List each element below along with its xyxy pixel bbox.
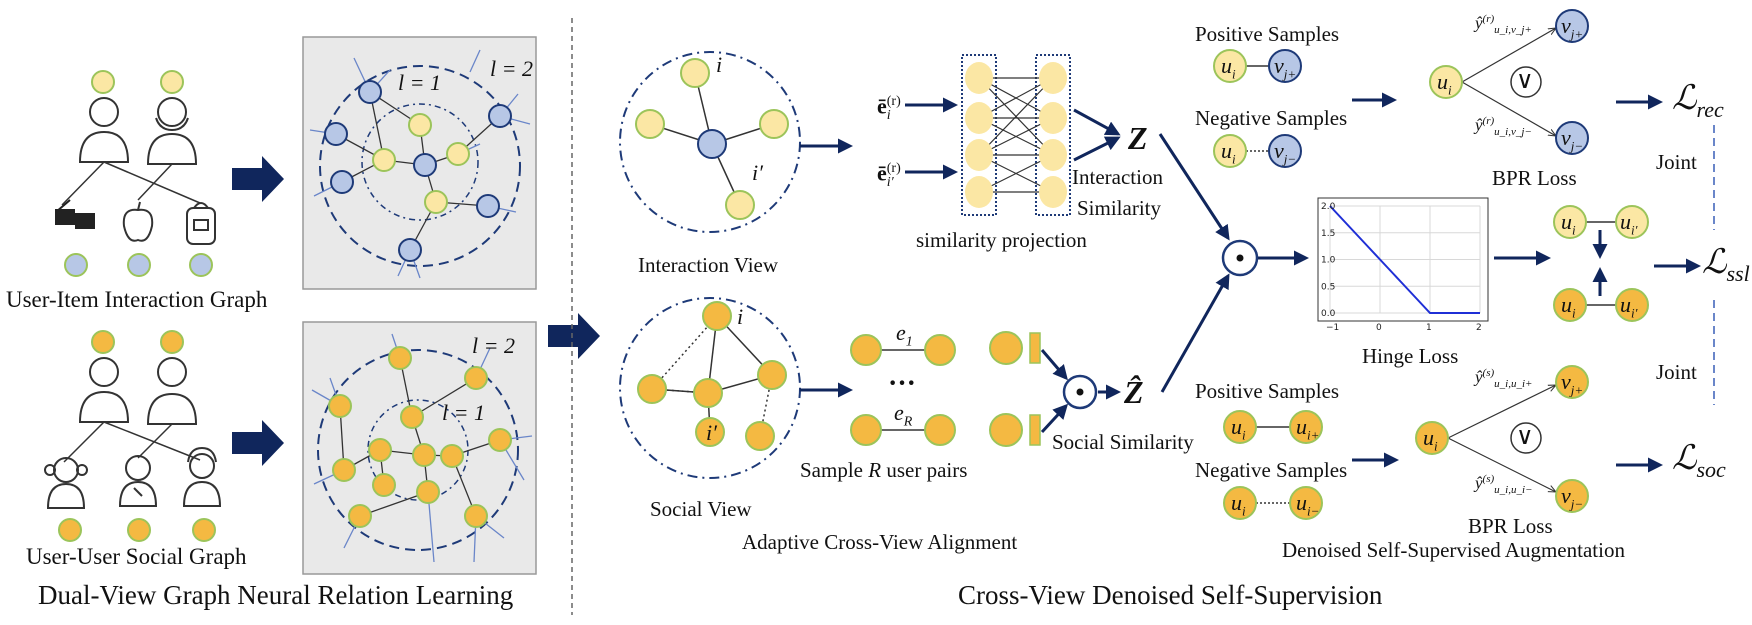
- layer-2-label-top: l = 2: [490, 56, 533, 81]
- user-user-graph: [44, 330, 222, 542]
- girl-user-icon: [44, 457, 88, 509]
- pair-ellipsis: ···: [888, 368, 917, 399]
- hinge-ytick: 1.0: [1321, 256, 1336, 266]
- social-view-label: Social View: [650, 497, 752, 521]
- bottom-bpr-loss: BPR Loss: [1468, 514, 1553, 538]
- joint-bottom: Joint: [1656, 360, 1697, 384]
- bottom-pos-uip: ui+: [1296, 414, 1320, 443]
- interaction-node-iprime: i′: [752, 160, 763, 185]
- social-node-i: i: [737, 304, 744, 329]
- bottom-vee-icon: ∨: [1516, 424, 1534, 450]
- layer-2-label-bottom: l = 2: [472, 333, 515, 358]
- joint-top: Joint: [1656, 150, 1697, 174]
- hinge-ytick: 0.0: [1321, 309, 1336, 319]
- zhat-symbol: Ẑ: [1124, 374, 1144, 410]
- social-node-iprime: i′: [706, 420, 717, 445]
- hinge-loss-label: Hinge Loss: [1362, 344, 1459, 368]
- hinge-curve: [1329, 205, 1480, 314]
- top-neg-ui: ui: [1221, 138, 1236, 167]
- interaction-node-i: i: [716, 52, 723, 77]
- top-yhat-plus: ŷ(r)u_i,v_j+: [1475, 13, 1532, 37]
- top-tree-ui: ui: [1437, 69, 1452, 98]
- top-neg-vj: vj−: [1274, 138, 1297, 167]
- pair-eR: eR: [894, 400, 913, 430]
- big-arrow-center: [548, 313, 600, 359]
- big-arrow-bottom: [232, 420, 284, 466]
- bottom-pos-ui: ui: [1231, 414, 1246, 443]
- layer-1-label-top: l = 1: [398, 70, 441, 95]
- glasses-icon: [55, 199, 95, 229]
- hinge-xtick: 2: [1476, 323, 1482, 333]
- bottom-neg-uim: ui−: [1296, 490, 1320, 519]
- bottom-negative-samples: Negative Samples: [1195, 458, 1348, 482]
- backpack-icon: [186, 202, 216, 245]
- ssl-uip-bottom: ui′: [1620, 292, 1638, 321]
- male-user-icon: [78, 97, 130, 163]
- top-bpr-loss: BPR Loss: [1492, 166, 1577, 190]
- layer-1-label-bottom: l = 1: [442, 400, 485, 425]
- hinge-ytick: 2.0: [1321, 202, 1336, 212]
- loss-ssl: ℒssl: [1702, 244, 1750, 286]
- bottom-tree-ui: ui: [1423, 425, 1438, 454]
- z-symbol: Z: [1128, 120, 1148, 156]
- top-negative-samples: Negative Samples: [1195, 106, 1348, 130]
- bottom-tree-vjm: vj−: [1561, 483, 1584, 512]
- user-item-graph-label: User-Item Interaction Graph: [6, 287, 268, 312]
- ssl-ui-top: ui: [1561, 209, 1576, 238]
- loss-soc: ℒsoc: [1672, 440, 1726, 482]
- ssl-uip-top: ui′: [1620, 209, 1638, 238]
- big-arrow-top: [232, 156, 284, 202]
- woman-user-icon: [182, 446, 222, 507]
- denoised-augmentation-title: Denoised Self-Supervised Augmentation: [1282, 538, 1625, 562]
- ssl-ui-bottom: ui: [1561, 292, 1576, 321]
- interaction-view-label: Interaction View: [638, 253, 779, 277]
- interaction-similarity-label-1: Interaction: [1072, 165, 1163, 189]
- embedding-iprime: ē(r)i′: [877, 160, 901, 190]
- top-positive-samples: Positive Samples: [1195, 22, 1340, 46]
- bottom-tree-vjp: vj+: [1561, 369, 1584, 398]
- loss-rec: ℒrec: [1672, 80, 1724, 122]
- bottom-neg-ui: ui: [1231, 490, 1246, 519]
- hinge-ytick: 1.5: [1321, 229, 1335, 239]
- hinge-ytick: 0.5: [1321, 282, 1335, 292]
- right-section-title: Cross-View Denoised Self-Supervision: [958, 580, 1383, 610]
- hinge-xtick: −1: [1326, 323, 1339, 333]
- sample-pairs-label: Sample R user pairs: [800, 458, 968, 482]
- top-tree-vjm: vj−: [1561, 125, 1584, 154]
- similarity-projection-network: [961, 54, 1071, 216]
- embedding-i: ē(r)i: [877, 93, 901, 123]
- hinge-xtick: 0: [1376, 323, 1382, 333]
- hinge-xtick: 1: [1426, 323, 1432, 333]
- boy-user-icon: [118, 455, 158, 507]
- female-user-icon: [146, 97, 198, 165]
- user-item-graph: [55, 70, 216, 277]
- social-similarity-label: Social Similarity: [1052, 430, 1194, 454]
- top-vee-icon: ∨: [1516, 68, 1534, 94]
- user-user-graph-label: User-User Social Graph: [26, 544, 247, 569]
- left-section-title: Dual-View Graph Neural Relation Learning: [38, 580, 514, 610]
- top-yhat-minus: ŷ(r)u_i,v_j−: [1475, 115, 1532, 139]
- similarity-projection-label: similarity projection: [916, 228, 1087, 252]
- top-pos-ui: ui: [1221, 53, 1236, 82]
- hinge-loss-chart: 2.0 1.5 1.0 0.5 0.0 −1 0 1 2: [1317, 197, 1489, 333]
- bottom-positive-samples: Positive Samples: [1195, 379, 1340, 403]
- interaction-similarity-label-2: Similarity: [1077, 196, 1161, 220]
- pair-e1: e1: [896, 320, 913, 350]
- top-tree-vjp: vj+: [1561, 13, 1584, 42]
- alignment-title: Adaptive Cross-View Alignment: [742, 530, 1018, 554]
- apple-icon: [122, 201, 154, 242]
- top-pos-vj: vj+: [1274, 53, 1297, 82]
- bottom-yhat-minus: ŷ(s)u_i,u_i−: [1475, 473, 1533, 497]
- bottom-yhat-plus: ŷ(s)u_i,u_i+: [1475, 367, 1533, 391]
